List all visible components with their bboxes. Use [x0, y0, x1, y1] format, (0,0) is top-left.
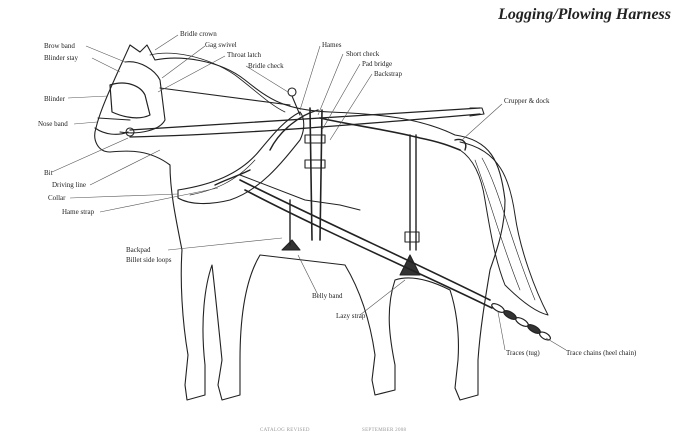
footer-right: SEPTEMBER 2008	[362, 428, 406, 433]
label-lazy-strap: Lazy strap	[336, 312, 365, 320]
label-bridle-check: Bridle check	[248, 62, 284, 70]
label-throat-latch: Throat latch	[227, 51, 261, 59]
diagram-title: Logging/Plowing Harness	[498, 6, 671, 24]
label-bridle-crown: Bridle crown	[180, 30, 217, 38]
label-bit: Bit	[44, 169, 53, 177]
label-hames: Hames	[322, 41, 341, 49]
traces	[240, 180, 490, 300]
bridle	[120, 62, 165, 133]
label-brow-band: Brow band	[44, 42, 75, 50]
label-pad-bridge: Pad bridge	[362, 60, 392, 68]
label-backstrap: Backstrap	[374, 70, 402, 78]
label-belly-band: Belly band	[312, 292, 343, 300]
label-billet-side-loops: Billet side loops	[126, 256, 172, 264]
label-blinder: Blinder	[44, 95, 65, 103]
label-nose-band: Nose band	[38, 120, 68, 128]
footer-left: CATALOG REVISED	[260, 428, 310, 433]
label-driving-line: Driving line	[52, 181, 86, 189]
label-trace-chains: Trace chains (heel chain)	[566, 349, 636, 357]
label-collar: Collar	[48, 194, 66, 202]
label-hame-strap: Hame strap	[62, 208, 94, 216]
label-crupper-dock: Crupper & dock	[504, 97, 550, 105]
tail	[460, 142, 548, 315]
label-traces-tug: Traces (tug)	[506, 349, 540, 357]
belly-band	[282, 240, 300, 250]
label-blinder-stay: Blinder stay	[44, 54, 78, 62]
horse-outline	[95, 45, 505, 400]
label-backpad: Backpad	[126, 246, 151, 254]
label-gag-swivel: Gag swivel	[205, 41, 237, 49]
label-short-check: Short check	[346, 50, 379, 58]
